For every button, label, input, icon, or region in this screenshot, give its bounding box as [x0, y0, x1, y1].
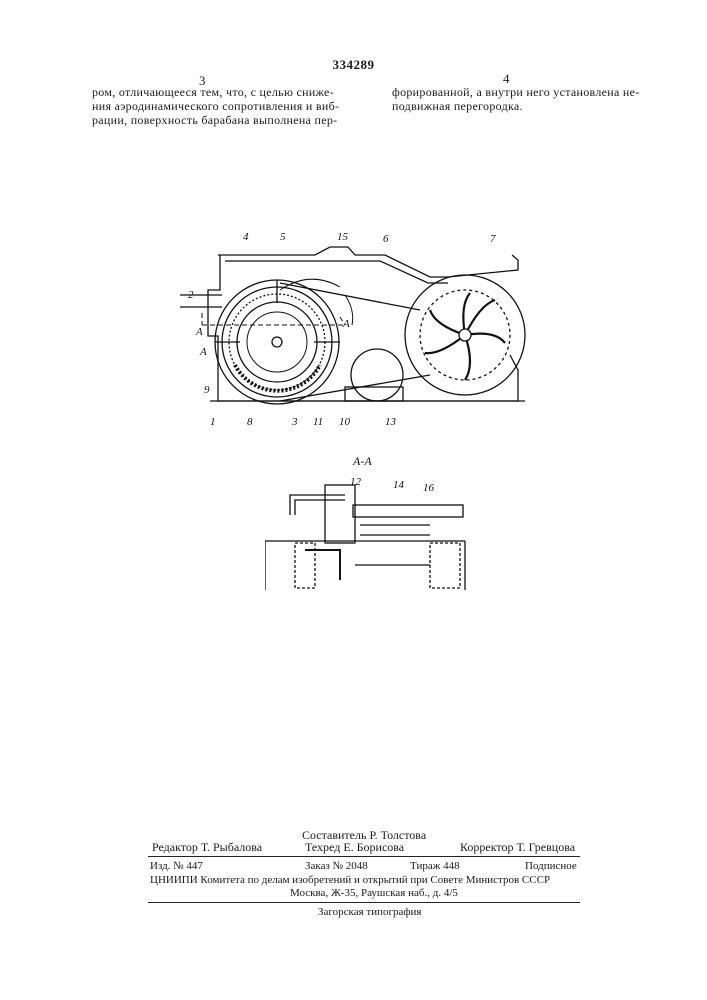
claim-text-right: форированной, а внутри него установлена … — [392, 85, 640, 113]
label-a-right: A — [342, 318, 350, 330]
footer-rule-top — [148, 856, 580, 857]
order-number: Заказ № 2048 — [305, 859, 368, 874]
subscription: Подписное — [525, 859, 577, 874]
label-10: 10 — [339, 416, 351, 428]
label-14: 14 — [393, 479, 405, 491]
label-9: 9 — [204, 384, 210, 396]
section-title: А-А — [352, 455, 372, 468]
address-line: Москва, Ж-35, Раушская наб., д. 4/5 — [290, 886, 458, 901]
printer-line: Загорская типография — [318, 905, 421, 920]
label-a-top: A — [195, 326, 203, 338]
label-11: 11 — [313, 416, 323, 428]
footer-rule-bottom — [148, 902, 580, 903]
text-line: рации, поверхность барабана выполнена пе… — [92, 113, 339, 127]
top-cover — [225, 261, 448, 283]
motor — [351, 349, 403, 401]
label-3: 3 — [291, 416, 298, 428]
label-8: 8 — [247, 416, 253, 428]
corrector-line: Корректор Т. Гревцова — [460, 840, 575, 855]
tirage: Тираж 448 — [410, 859, 460, 874]
label-4: 4 — [243, 231, 249, 243]
label-12: 12 — [350, 476, 362, 488]
label-1: 1 — [210, 416, 216, 428]
patent-number: 334289 — [0, 57, 707, 73]
claim-text-left: ром, отличающееся тем, что, с целью сниж… — [92, 85, 339, 127]
editor-line: Редактор Т. Рыбалова — [152, 840, 262, 855]
text-line: ром, отличающееся тем, что, с целью сниж… — [92, 85, 339, 99]
main-drawing: 4 5 15 6 7 2 A A A 9 1 8 3 11 10 13 — [180, 225, 540, 440]
text-line: ния аэродинамического сопротивления и ви… — [92, 99, 339, 113]
label-5: 5 — [280, 231, 286, 243]
label-16: 16 — [423, 482, 435, 494]
label-2: 2 — [188, 289, 194, 301]
section-drawing: А-А 12 14 16 — [265, 455, 470, 590]
label-6: 6 — [383, 233, 389, 245]
label-a-bottom: A — [199, 346, 207, 358]
tech-editor-line: Техред Е. Борисова — [305, 840, 404, 855]
label-15: 15 — [337, 231, 349, 243]
izd-number: Изд. № 447 — [150, 859, 203, 874]
label-7: 7 — [490, 233, 496, 245]
text-line: подвижная перегородка. — [392, 99, 640, 113]
text-line: форированной, а внутри него установлена … — [392, 85, 640, 99]
label-13: 13 — [385, 416, 397, 428]
